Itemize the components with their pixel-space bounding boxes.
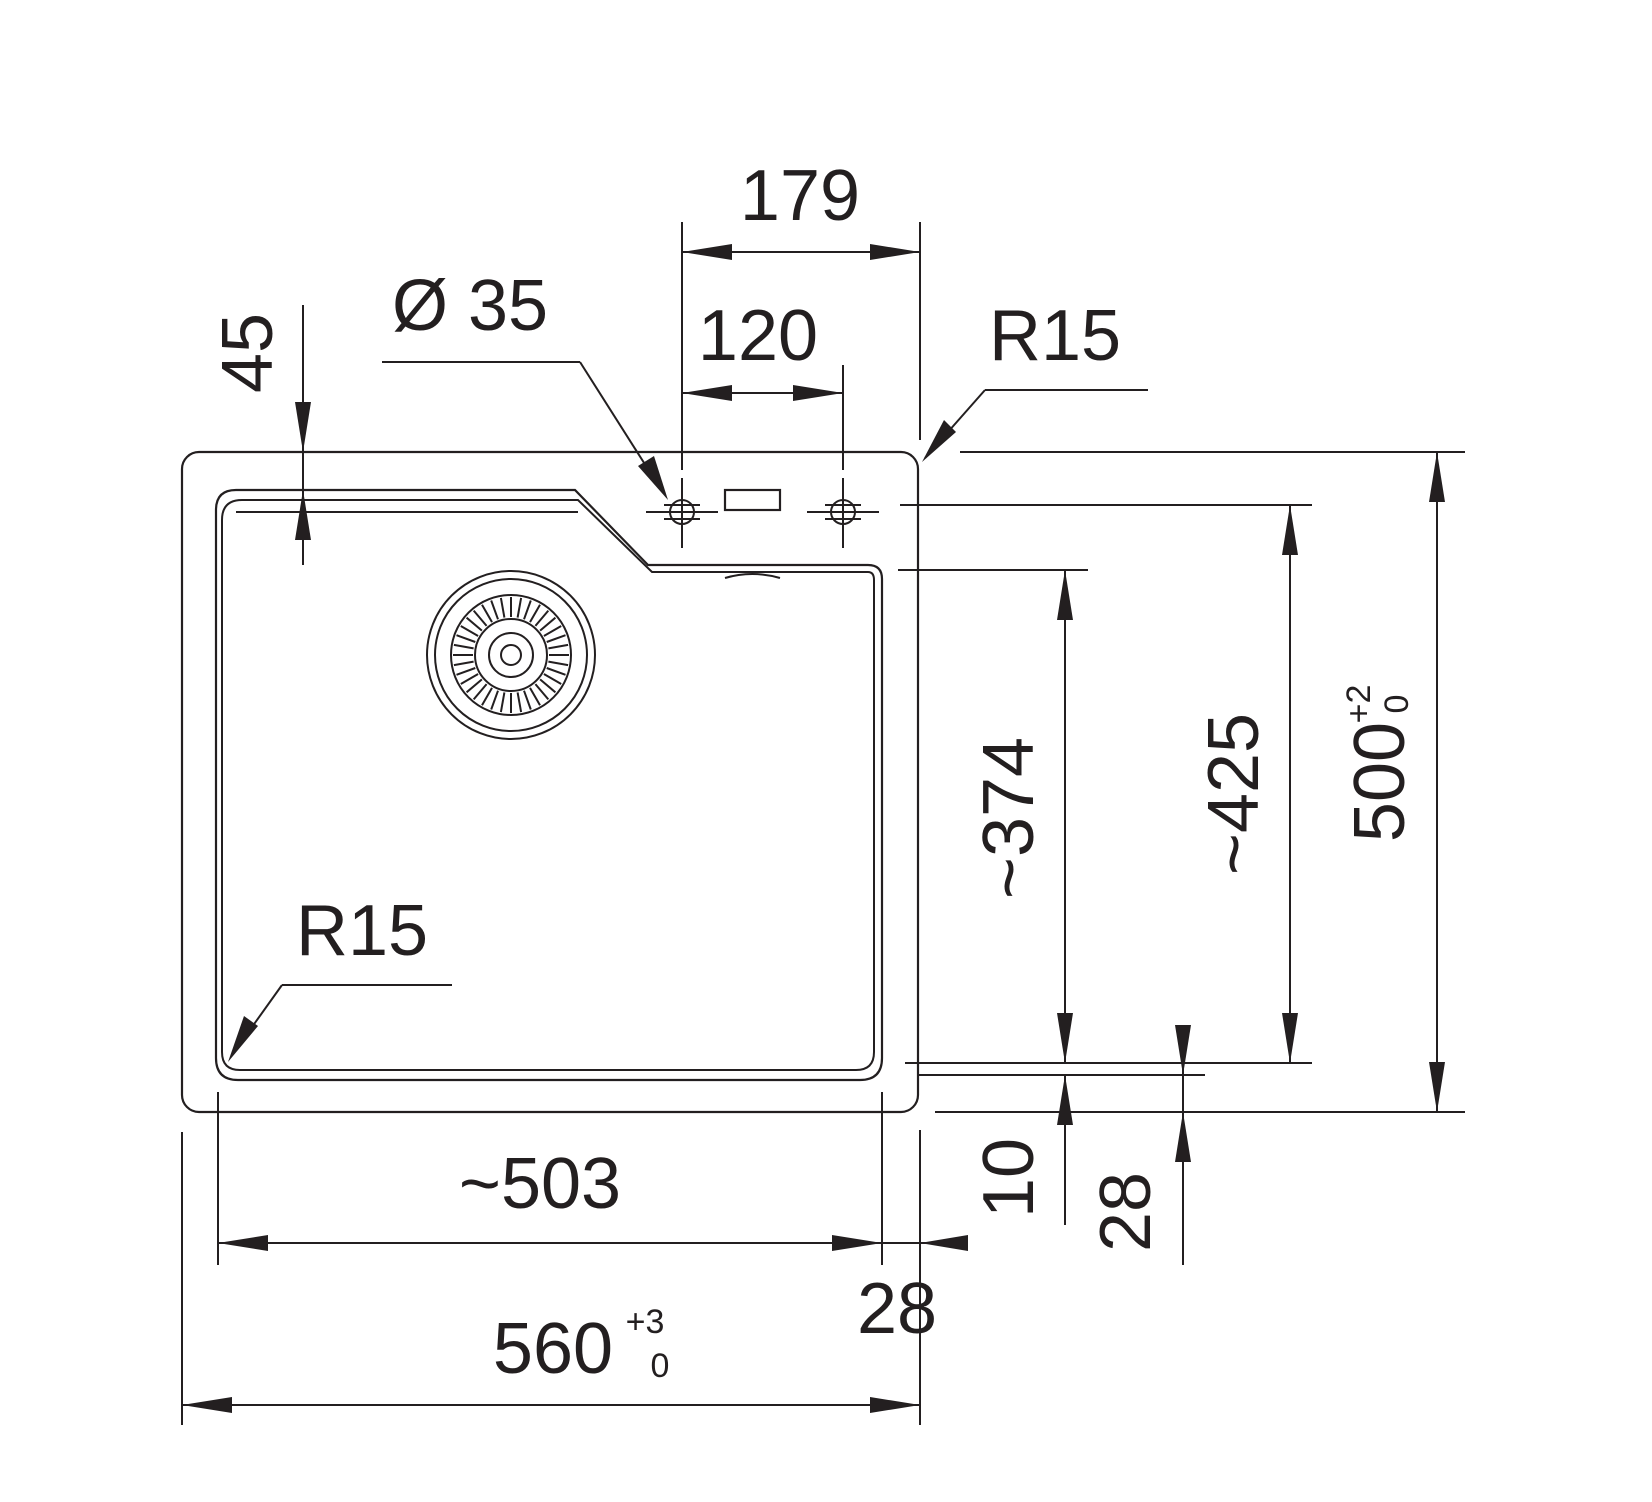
sink-outline [180, 450, 920, 1114]
strainer-slot [548, 660, 569, 667]
dim-hole-diameter: Ø 35 [392, 266, 548, 346]
strainer-slot [543, 625, 562, 637]
dim-560: 560 [493, 1309, 613, 1389]
dim-500-tol-minus: 0 [1378, 695, 1416, 714]
strainer-slot [523, 690, 532, 710]
strainer-slot [456, 667, 476, 676]
dim-radius-bowl: R15 [296, 891, 428, 971]
dim-560-tol-plus: +3 [626, 1303, 665, 1341]
strainer-slot [453, 643, 474, 650]
dimension-arrows [182, 244, 1445, 1413]
strainer-slot [481, 604, 493, 623]
strainer-slot [548, 643, 569, 650]
strainer-slot [529, 687, 541, 706]
strainer-slot [546, 667, 566, 676]
overflow-notch [724, 573, 781, 579]
strainer-slot [472, 609, 488, 627]
strainer-slot [490, 600, 499, 620]
dim-179: 179 [740, 156, 860, 236]
dim-503: ~503 [459, 1144, 621, 1224]
sink-bowl [214, 488, 884, 1082]
strainer-slot [499, 597, 506, 618]
strainer-slot [460, 625, 479, 637]
sink-outer-rim [180, 450, 920, 1114]
strainer-slot [490, 690, 499, 710]
dim-120: 120 [698, 296, 818, 376]
strainer-slot [516, 597, 523, 618]
strainer-slot [534, 609, 550, 627]
strainer-slot [499, 692, 506, 713]
strainer-slot [523, 600, 532, 620]
strainer-slot [539, 678, 557, 694]
dim-425: ~425 [1194, 713, 1274, 875]
sink-bowl-inner-edge [221, 499, 875, 1071]
strainer-slot [472, 683, 488, 701]
dim-28-right: 28 [1086, 1172, 1166, 1252]
strainer-slot [465, 678, 483, 694]
dim-radius-top-right: R15 [989, 296, 1121, 376]
strainer-slot [529, 604, 541, 623]
strainer-slot [516, 692, 523, 713]
strainer-slot [534, 683, 550, 701]
dim-45: 45 [208, 313, 288, 393]
strainer-slot [460, 673, 479, 685]
dim-10: 10 [969, 1138, 1049, 1218]
strainer-slot [546, 634, 566, 643]
strainer-slot [453, 660, 474, 667]
dim-500: 500 [1340, 722, 1420, 842]
dimension-labels: 179 Ø 35 120 R15 45 R15 ~374 ~425 500 +2… [208, 156, 1420, 1389]
strainer-slot [543, 673, 562, 685]
dim-560-group: 560 +3 0 [493, 1303, 670, 1389]
strainer-slot [465, 616, 483, 632]
drain-strainer-slots [453, 597, 569, 713]
strainer-slot [456, 634, 476, 643]
strainer-slot [481, 687, 493, 706]
tap-hole-right [807, 478, 879, 548]
dim-500-tol-plus: +2 [1340, 685, 1378, 724]
strainer-slot [539, 616, 557, 632]
tap-hole-left [646, 478, 718, 548]
dim-500-group: 500 +2 0 [1340, 685, 1420, 842]
overflow-slot [723, 488, 782, 512]
dim-28-bottom: 28 [857, 1269, 937, 1349]
drain-strainer [426, 570, 596, 740]
dim-374: ~374 [969, 737, 1049, 899]
dim-560-tol-minus: 0 [651, 1347, 670, 1385]
